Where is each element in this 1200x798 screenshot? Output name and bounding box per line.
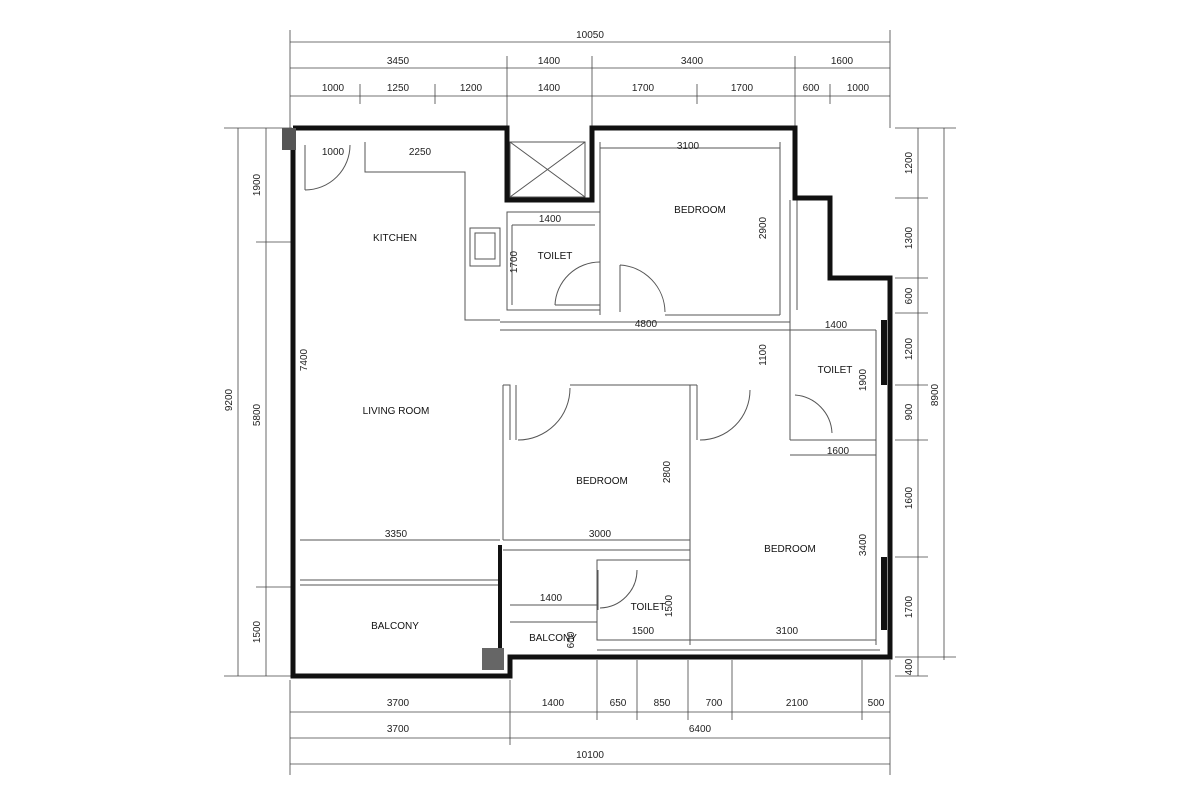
dim-bedroom-mid-w: 3000	[589, 529, 612, 540]
door-bedroom-right	[699, 389, 751, 441]
outer-wall	[290, 125, 893, 679]
dim-left-total: 9200	[224, 388, 235, 411]
dim-toilet-right-h: 1900	[858, 368, 869, 391]
dim-bottom-r1-3: 650	[610, 698, 627, 709]
dim-bedroom-top-w: 3100	[677, 141, 700, 152]
column-bottom-mid	[482, 648, 504, 670]
dim-right-2: 1300	[904, 226, 915, 249]
dim-bedroom-mid-h: 2800	[662, 460, 673, 483]
dim-bottom-r1-2: 1400	[542, 698, 565, 709]
dim-top-r1-2: 1400	[538, 56, 561, 67]
dim-toilet-right-w: 1400	[825, 320, 848, 331]
door-bedroom-mid	[517, 387, 571, 441]
dim-bedroom-top-h: 2900	[758, 216, 769, 239]
column-top-left	[282, 128, 296, 150]
room-label-bedroom-mid: BEDROOM	[576, 476, 628, 487]
room-label-bedroom-right: BEDROOM	[764, 544, 816, 555]
dim-left-2: 5800	[252, 403, 263, 426]
dim-toilet-right-w2: 1600	[827, 446, 850, 457]
dim-right-7: 1700	[904, 595, 915, 618]
room-label-living-room: LIVING ROOM	[363, 406, 430, 417]
dim-right-5: 900	[904, 403, 915, 420]
dim-toilet-bottom-h: 1500	[664, 594, 675, 617]
dim-toilet-top-h: 1700	[509, 250, 520, 273]
room-label-balcony-small: BALCONY	[529, 633, 577, 644]
dim-top-r2-7: 600	[803, 83, 820, 94]
interior-walls	[300, 141, 880, 651]
left-dimensions: 9200 1900 5800 1500	[224, 127, 292, 677]
dim-right-8: 400	[904, 658, 915, 675]
door-toilet-top	[554, 261, 601, 306]
dim-left-1: 1900	[252, 173, 263, 196]
dim-living-h: 7400	[299, 348, 310, 371]
dim-kitchen-w2: 2250	[409, 147, 432, 158]
room-label-kitchen: KITCHEN	[373, 233, 417, 244]
dim-top-r2-3: 1200	[460, 83, 483, 94]
dim-balcony-small-h: 600	[566, 631, 577, 648]
dim-top-r2-2: 1250	[387, 83, 410, 94]
dim-bedroom-right-w: 3100	[776, 626, 799, 637]
right-dimensions: 1200 1300 600 1200 900 1600 1700 400 890…	[895, 127, 956, 677]
dim-top-total: 10050	[576, 30, 604, 41]
room-label-bedroom-top: BEDROOM	[674, 205, 726, 216]
dim-left-3: 1500	[252, 620, 263, 643]
dim-top-r2-8: 1000	[847, 83, 870, 94]
dim-right-3: 600	[904, 287, 915, 304]
dim-top-r1-4: 1600	[831, 56, 854, 67]
dim-top-r1-3: 3400	[681, 56, 704, 67]
top-dimensions: 10050 3450 1400 3400 1600 1000 1250 1200…	[289, 30, 891, 128]
dim-toilet-top-w: 1400	[539, 214, 562, 225]
dim-top-r2-1: 1000	[322, 83, 345, 94]
dim-toilet-bottom-w: 1500	[632, 626, 655, 637]
bottom-dimensions: 3700 1400 650 850 700 2100 500 3700 6400…	[289, 660, 891, 775]
dim-top-r2-4: 1400	[538, 83, 561, 94]
dim-bottom-r2-2: 6400	[689, 724, 712, 735]
dim-corridor-h: 1100	[758, 344, 769, 366]
dim-balcony-small-w: 1400	[540, 593, 563, 604]
dim-bottom-r1-4: 850	[654, 698, 671, 709]
interior-dimensions: 1000 2250 3100 2900 1400 1700 4800 1100 …	[299, 141, 869, 648]
dim-bottom-r1-5: 700	[706, 698, 723, 709]
dim-bedroom-right-h: 3400	[858, 533, 869, 556]
dim-bottom-r1-7: 500	[868, 698, 885, 709]
room-label-toilet-right: TOILET	[818, 365, 853, 376]
dim-right-1: 1200	[904, 151, 915, 174]
dim-living-w: 3350	[385, 529, 408, 540]
door-bedroom-top	[619, 264, 666, 313]
door-toilet-bottom	[597, 569, 638, 610]
door-entrance	[304, 144, 351, 191]
room-label-balcony-large: BALCONY	[371, 621, 419, 632]
dim-top-r2-6: 1700	[731, 83, 754, 94]
dim-kitchen-w1: 1000	[322, 147, 345, 158]
dim-corridor-w: 4800	[635, 319, 658, 330]
door-toilet-right	[789, 394, 833, 435]
doors	[304, 144, 833, 610]
room-label-toilet-bottom: TOILET	[631, 602, 666, 613]
room-label-toilet-top: TOILET	[538, 251, 573, 262]
dim-bottom-r2-1: 3700	[387, 724, 410, 735]
dim-right-4: 1200	[904, 337, 915, 360]
dim-top-r1-1: 3450	[387, 56, 410, 67]
dim-right-6: 1600	[904, 486, 915, 509]
dim-top-r2-5: 1700	[632, 83, 655, 94]
dim-bottom-r1-6: 2100	[786, 698, 809, 709]
dim-bottom-total: 10100	[576, 750, 604, 761]
dim-right-total: 8900	[930, 383, 941, 406]
dim-bottom-r1-1: 3700	[387, 698, 410, 709]
room-labels: KITCHEN TOILET BEDROOM LIVING ROOM TOILE…	[363, 205, 853, 644]
